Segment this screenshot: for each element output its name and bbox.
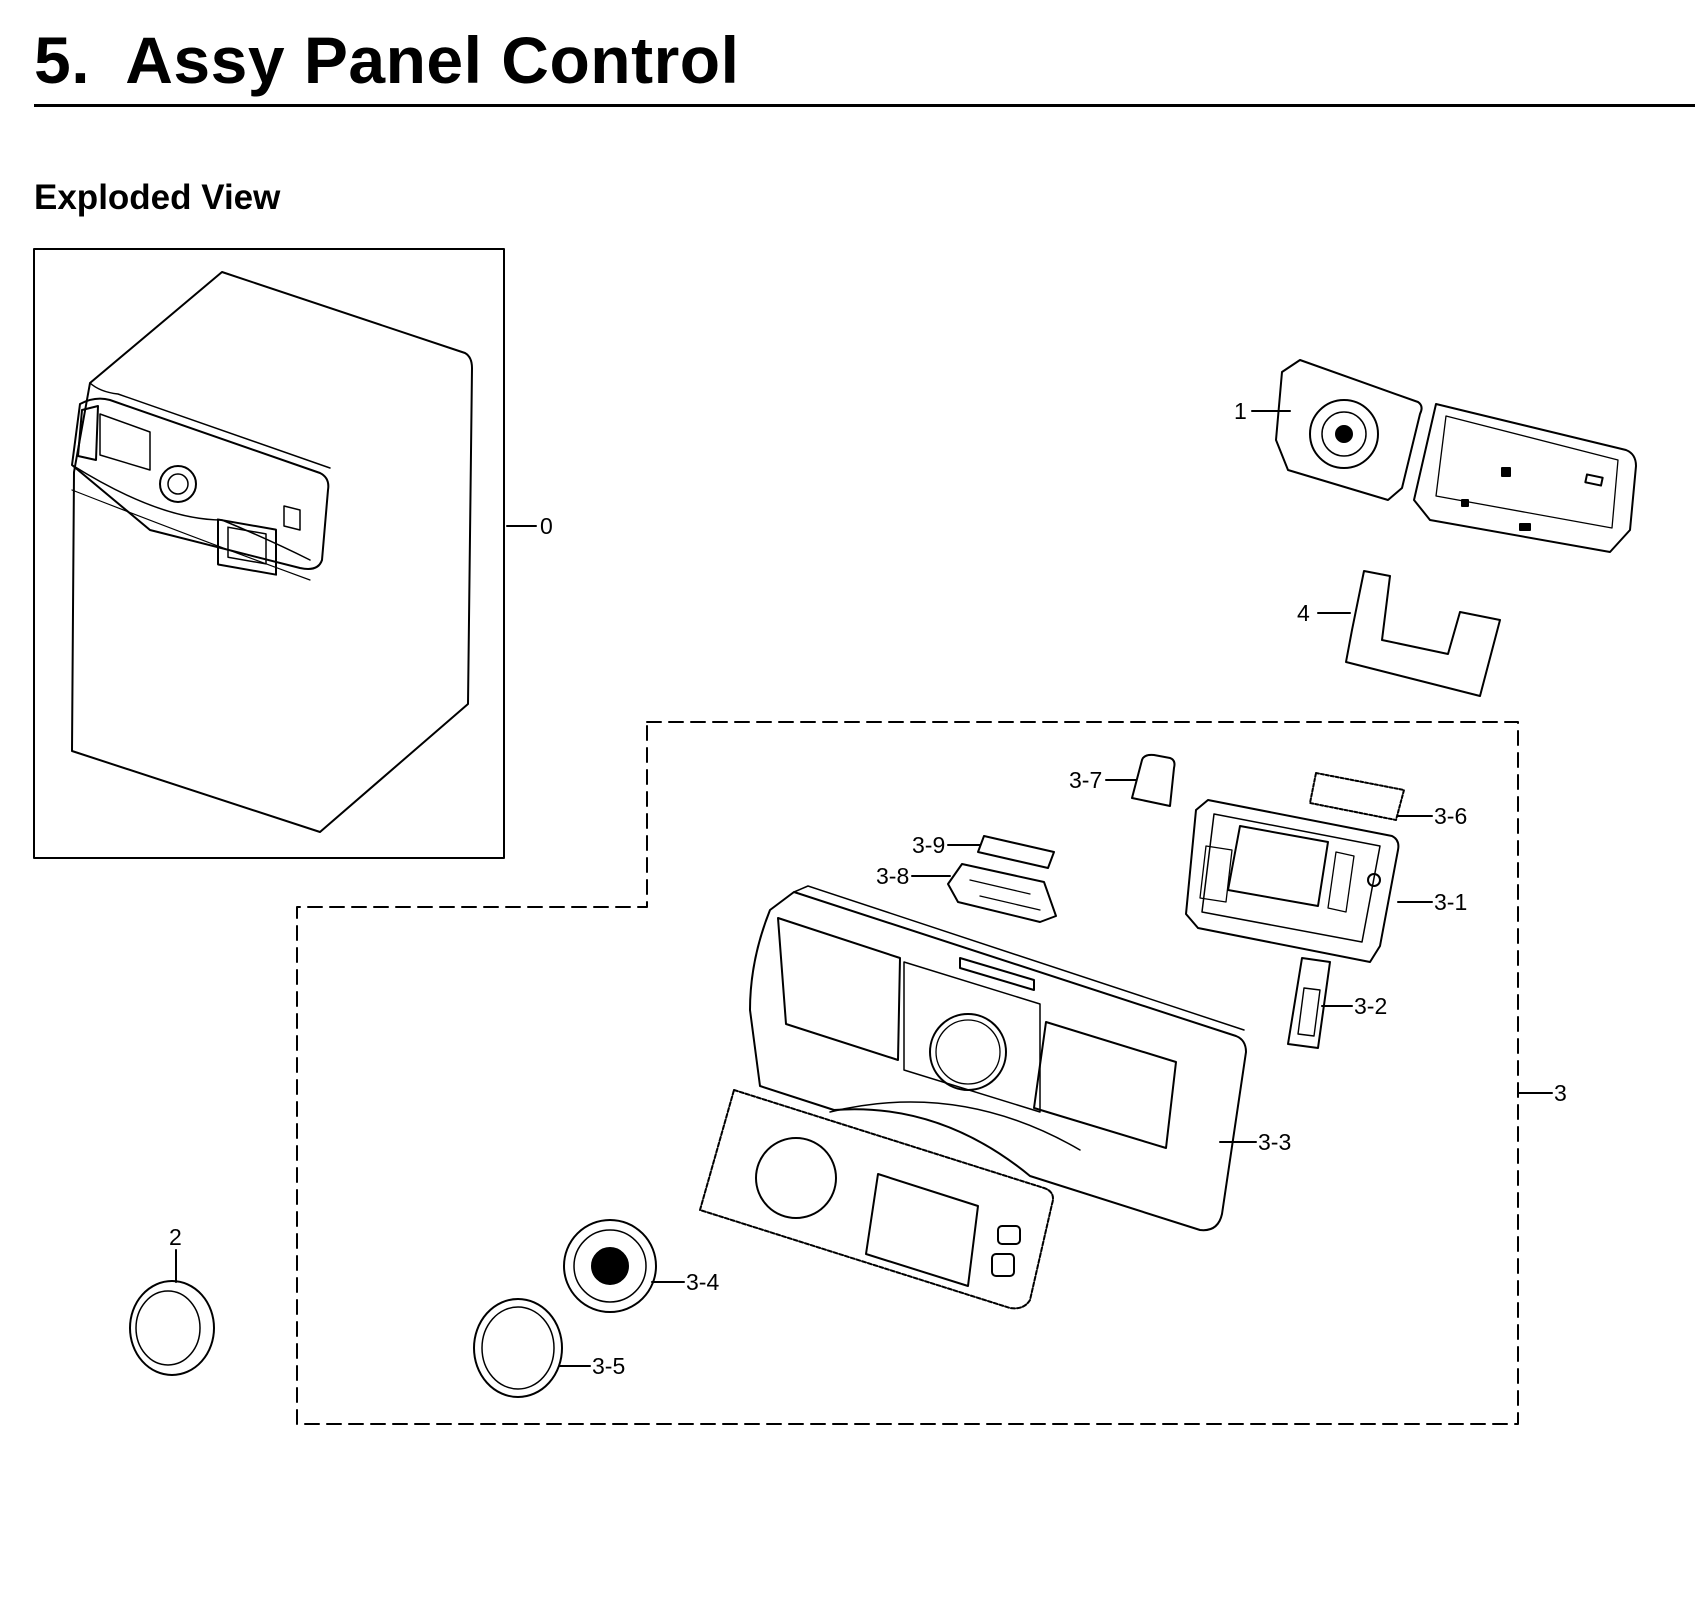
pcb-chip-c bbox=[1584, 473, 1604, 487]
part-3-4-dial-knob bbox=[563, 1219, 657, 1313]
part-3-9-strip bbox=[977, 835, 1055, 869]
title-rule bbox=[34, 104, 1695, 107]
display-housing-inner bbox=[1201, 813, 1381, 943]
assembly-3-boundary bbox=[296, 721, 1519, 1425]
panel-overlay-dial-window bbox=[755, 1137, 837, 1219]
washer-panel-lower-curve bbox=[71, 464, 311, 561]
washer-dial bbox=[159, 465, 197, 503]
exploded-view-heading: Exploded View bbox=[34, 178, 281, 217]
pcb-dial-board bbox=[1275, 359, 1423, 501]
part-3-3-panel-frame bbox=[749, 885, 1247, 1232]
panel-center-section bbox=[903, 961, 1041, 1113]
washer-buttons bbox=[283, 505, 301, 531]
knob-ring-outer bbox=[129, 1280, 215, 1376]
pcb-chip-b bbox=[1461, 499, 1469, 507]
pcb-chip-d bbox=[1519, 523, 1531, 531]
pcb-encoder-ring-2 bbox=[1321, 411, 1367, 457]
callout-label-3: 3 bbox=[1554, 1080, 1567, 1106]
part-3-6-film bbox=[1309, 772, 1405, 821]
panel-top-slot bbox=[959, 957, 1035, 991]
callout-label-4: 4 bbox=[1297, 600, 1310, 626]
display-side-keys-left bbox=[1199, 845, 1233, 903]
washer-display bbox=[217, 518, 277, 576]
callout-label-3-2: 3-2 bbox=[1354, 993, 1387, 1019]
callout-label-3-6: 3-6 bbox=[1434, 803, 1467, 829]
panel-frame-top-edge bbox=[793, 885, 1245, 1031]
display-knob bbox=[1367, 873, 1381, 887]
ring-inner bbox=[481, 1306, 555, 1390]
callout-label-3-3: 3-3 bbox=[1258, 1129, 1291, 1155]
callout-label-3-8: 3-8 bbox=[876, 863, 909, 889]
callout-label-3-4: 3-4 bbox=[686, 1269, 719, 1295]
washer-display-screen bbox=[227, 526, 267, 565]
callout-label-0: 0 bbox=[540, 513, 553, 539]
knob-ring-inner bbox=[135, 1290, 201, 1366]
pcb-main-board-inner bbox=[1435, 415, 1619, 529]
ring-outer bbox=[473, 1298, 563, 1398]
dial-knob-center bbox=[591, 1247, 629, 1285]
panel-overlay-outline bbox=[699, 1089, 1054, 1310]
part-2-knob-ring bbox=[129, 1280, 215, 1376]
callout-label-3-7: 3-7 bbox=[1069, 767, 1102, 793]
part-1-main-control-pcb bbox=[1275, 359, 1637, 553]
washer-control-panel bbox=[71, 397, 330, 570]
dial-knob-ring bbox=[573, 1229, 647, 1303]
part-3-8-board bbox=[947, 863, 1057, 923]
washer-door-seam bbox=[71, 489, 311, 581]
section-title: 5. Assy Panel Control bbox=[34, 23, 740, 97]
callout-label-2: 2 bbox=[169, 1224, 182, 1250]
panel-lower-curve bbox=[829, 1101, 1081, 1151]
washer-cabinet bbox=[71, 271, 473, 833]
part-3-2-button-holder bbox=[1287, 957, 1331, 1049]
washer-detergent-drawer bbox=[77, 405, 99, 461]
panel-detergent-opening bbox=[777, 917, 901, 1061]
washer-drawer-slot bbox=[99, 413, 151, 471]
washer-dial-inner bbox=[167, 473, 189, 495]
panel-overlay bbox=[699, 1089, 1054, 1310]
panel-overlay-button-a bbox=[997, 1225, 1021, 1245]
washer-inset-frame bbox=[33, 248, 505, 859]
part-3-8-board-detail bbox=[969, 879, 1041, 911]
panel-dial-opening-inner bbox=[935, 1019, 1001, 1085]
part-3-2-button-holder-inner bbox=[1297, 987, 1321, 1037]
panel-display-opening bbox=[1033, 1021, 1177, 1149]
display-screen bbox=[1227, 825, 1329, 907]
pcb-chip-a bbox=[1501, 467, 1511, 477]
callout-label-1: 1 bbox=[1234, 398, 1247, 424]
callout-label-3-9: 3-9 bbox=[912, 832, 945, 858]
panel-frame-outline bbox=[749, 891, 1247, 1232]
callout-label-3-5: 3-5 bbox=[592, 1353, 625, 1379]
callout-label-3-1: 3-1 bbox=[1434, 889, 1467, 915]
panel-overlay-button-b bbox=[991, 1253, 1015, 1277]
panel-overlay-display-window bbox=[865, 1173, 979, 1287]
part-3-1-display-module bbox=[1185, 799, 1400, 963]
dial-knob-outer bbox=[563, 1219, 657, 1313]
pcb-main-board bbox=[1413, 403, 1637, 553]
display-housing bbox=[1185, 799, 1400, 963]
part-4-gasket bbox=[1345, 570, 1501, 697]
part-3-5-ring bbox=[473, 1298, 563, 1398]
panel-dial-opening bbox=[929, 1013, 1007, 1091]
part-3-7-cap bbox=[1131, 753, 1176, 807]
washer-inset bbox=[33, 248, 505, 859]
display-side-keys-right bbox=[1327, 851, 1355, 913]
pcb-encoder-center bbox=[1335, 425, 1353, 443]
pcb-encoder-ring bbox=[1309, 399, 1379, 469]
washer-top-edge bbox=[89, 382, 331, 469]
